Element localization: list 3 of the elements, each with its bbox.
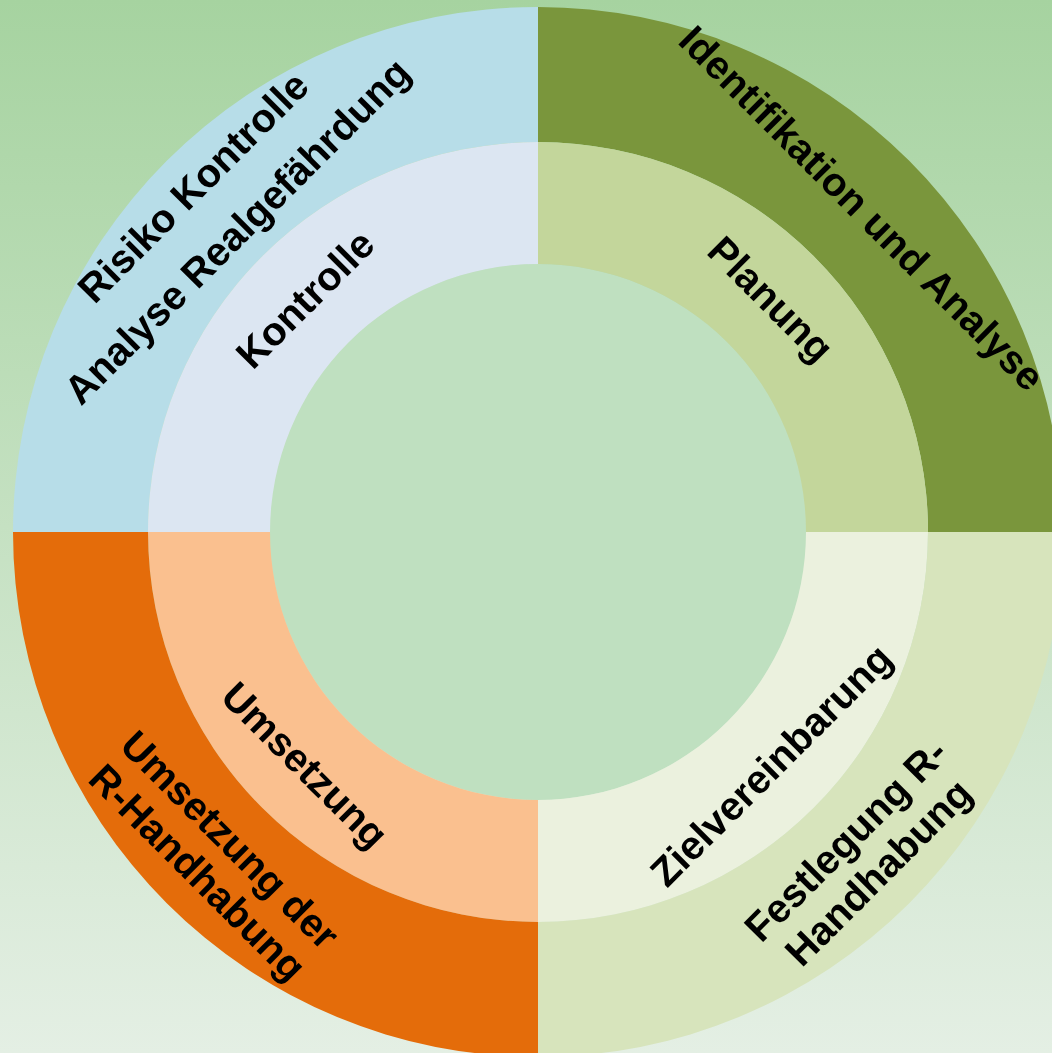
- ring-segment: [538, 532, 1052, 1053]
- ring-segment: [538, 7, 1052, 532]
- ring-segment: [13, 532, 538, 1053]
